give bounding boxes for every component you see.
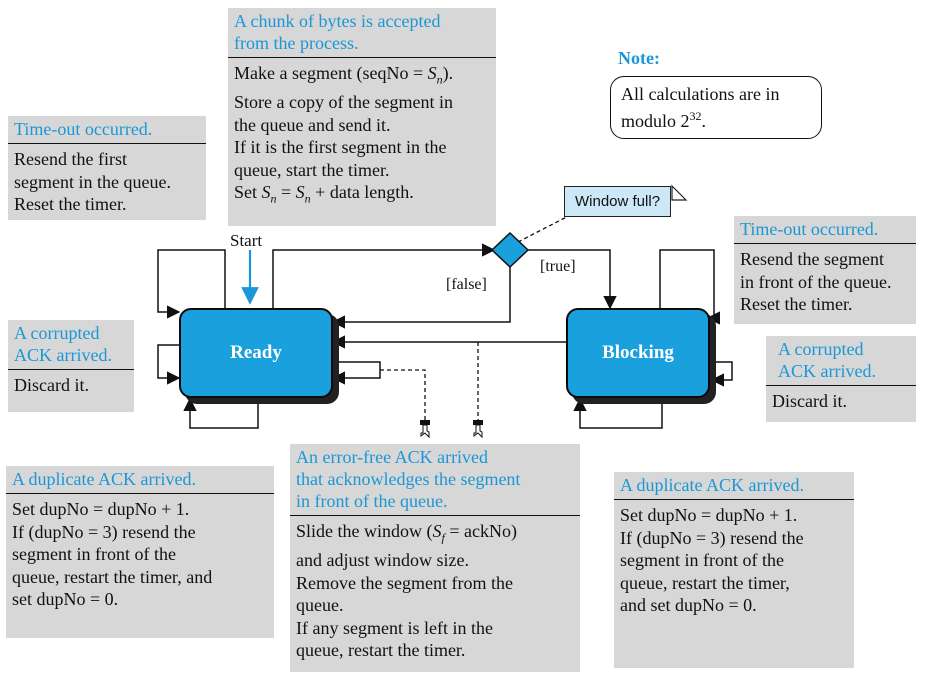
send-actions: Make a segment (seqNo = Sn). Store a cop… xyxy=(234,63,454,206)
blocking-dup-actions: Set dupNo = dupNo + 1. If (dupNo = 3) re… xyxy=(620,505,804,615)
blocking-timeout-condition: Time-out occurred. xyxy=(734,216,916,244)
start-label: Start xyxy=(230,231,263,250)
blocking-corrupt-loop xyxy=(708,361,733,387)
true-edge xyxy=(526,249,617,310)
ready-timeout-condition: Time-out occurred. xyxy=(8,116,206,144)
errfree-box: An error-free ACK arrived that acknowled… xyxy=(290,444,580,672)
ready-corrupt-action: Discard it. xyxy=(14,375,89,395)
blocking-bottom-loop xyxy=(573,397,663,429)
blocking-corrupt-condition: A corrupted ACK arrived. xyxy=(766,336,916,386)
false-label: [false] xyxy=(446,276,487,293)
ready-timeout-loop xyxy=(157,249,226,319)
ready-corrupt-loop xyxy=(157,344,181,385)
errfree-condition: An error-free ACK arrived that acknowled… xyxy=(290,444,580,516)
state-blocking: Blocking xyxy=(566,308,710,398)
blocking-dup-box: A duplicate ACK arrived. Set dupNo = dup… xyxy=(614,472,854,668)
blocking-dup-condition: A duplicate ACK arrived. xyxy=(614,472,854,500)
window-full-label: Window full? xyxy=(564,186,672,217)
pin-icon xyxy=(420,420,430,439)
send-transition-box: A chunk of bytes is accepted from the pr… xyxy=(228,8,496,226)
ready-timeout-box: Time-out occurred. Resend the first segm… xyxy=(8,116,206,220)
errfree-actions: Slide the window (Sf = ackNo) and adjust… xyxy=(296,521,517,661)
ready-dup-loop xyxy=(331,361,381,385)
ready-dup-condition: A duplicate ACK arrived. xyxy=(6,466,274,494)
ready-dup-actions: Set dupNo = dupNo + 1. If (dupNo = 3) re… xyxy=(12,499,213,609)
ready-timeout-actions: Resend the first segment in the queue. R… xyxy=(14,149,171,214)
state-ready: Ready xyxy=(179,308,333,398)
false-edge xyxy=(331,266,511,329)
true-label: [true] xyxy=(540,258,576,275)
ready-corrupt-condition: A corrupted ACK arrived. xyxy=(8,320,134,370)
blocking-corrupt-action: Discard it. xyxy=(772,391,847,411)
dashed-dup-connector xyxy=(380,369,426,420)
note-title: Note: xyxy=(618,48,660,68)
blocking-timeout-loop xyxy=(659,249,721,325)
note-box: All calculations are in modulo 232. xyxy=(610,76,822,139)
ready-to-decision-edge xyxy=(272,243,496,308)
decision-diamond xyxy=(490,231,530,269)
blocking-corrupt-box: A corrupted ACK arrived. Discard it. xyxy=(766,336,916,422)
pin-icon xyxy=(473,420,483,439)
blocking-timeout-box: Time-out occurred. Resend the segment in… xyxy=(734,216,916,324)
ready-dup-box: A duplicate ACK arrived. Set dupNo = dup… xyxy=(6,466,274,638)
blocking-timeout-actions: Resend the segment in front of the queue… xyxy=(740,249,892,314)
ready-bottom-loop xyxy=(183,397,259,429)
send-condition: A chunk of bytes is accepted from the pr… xyxy=(228,8,496,58)
ready-corrupt-box: A corrupted ACK arrived. Discard it. xyxy=(8,320,134,412)
